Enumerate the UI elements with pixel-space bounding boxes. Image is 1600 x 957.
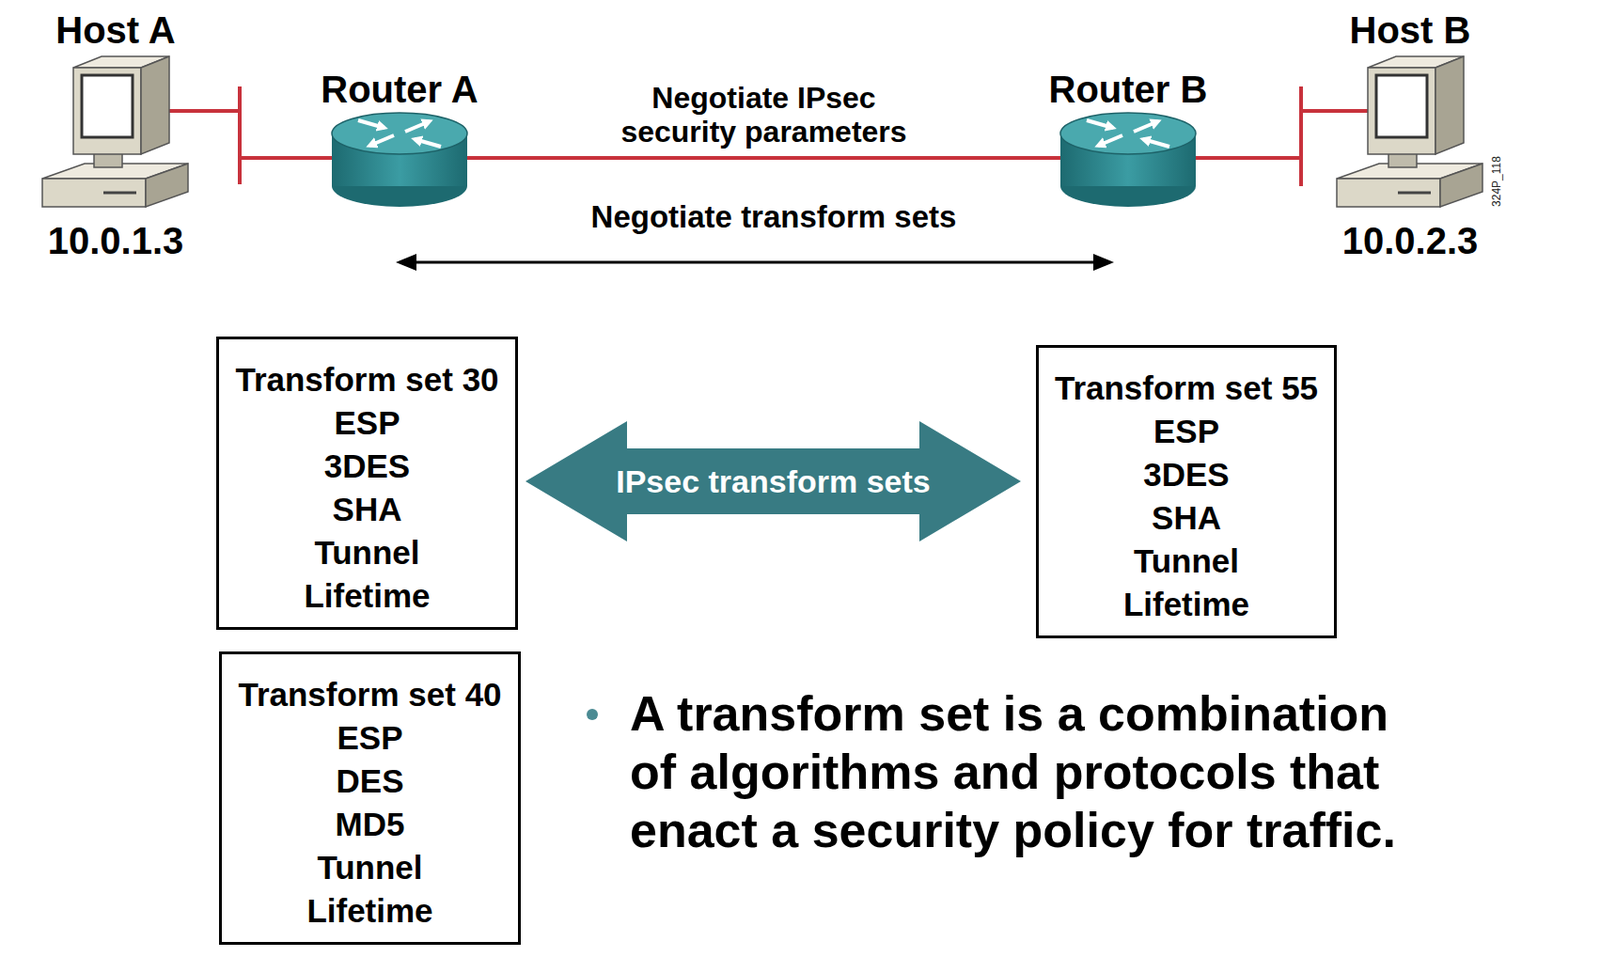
bullet-text: A transform set is a combination of algo… (629, 684, 1439, 860)
router-node: Router A (314, 67, 485, 209)
transform-parameter: Tunnel (1133, 539, 1240, 583)
figure-code: 324P_118 (1490, 156, 1504, 207)
transform-parameter: SHA (332, 487, 403, 532)
transform-parameter: Lifetime (303, 574, 430, 618)
bullet-dot (586, 708, 598, 721)
ethernet-link (1212, 110, 1331, 158)
ip-address: 10.0.1.3 (47, 219, 185, 262)
transform-parameter: 3DES (1143, 453, 1229, 497)
transform-parameter: DES (336, 759, 405, 803)
negotiate-arrow-line (411, 261, 1099, 265)
host-node: Host B 10.0.2.3 (1330, 9, 1491, 262)
arrow-caption: Negotiate transform sets (591, 199, 957, 236)
negotiate-arrowhead (1093, 253, 1114, 271)
transform-set-box: Transform set 40ESPDESMD5TunnelLifetime (219, 651, 521, 945)
ethernet-link (195, 110, 315, 158)
ethernet-link (484, 156, 1044, 160)
transform-parameter: Lifetime (306, 889, 433, 933)
transform-parameter: 3DES (324, 444, 410, 488)
transform-set-box: Transform set 55ESP3DESSHATunnelLifetime (1035, 345, 1337, 639)
transform-set-title: Transform set 30 (235, 358, 499, 402)
transform-parameter: Lifetime (1123, 582, 1250, 627)
transform-parameter: ESP (333, 401, 400, 445)
host-label: Host B (1349, 9, 1472, 51)
router-label: Router A (320, 67, 478, 111)
router-a-icon (331, 112, 468, 207)
ip-address: 10.0.2.3 (1342, 219, 1479, 262)
transform-set-title: Transform set 40 (237, 673, 502, 717)
negotiate-arrowhead (395, 253, 417, 271)
transform-parameter: ESP (336, 716, 403, 760)
transform-parameter: Tunnel (316, 846, 423, 890)
router-label: Router B (1049, 67, 1208, 111)
host-label: Host A (55, 9, 175, 51)
transform-set-box: Transform set 30ESP3DESSHATunnelLifetime (216, 336, 518, 630)
transform-set-title: Transform set 55 (1054, 366, 1318, 410)
router-b-icon (1060, 112, 1196, 207)
transform-parameter: Tunnel (313, 531, 420, 575)
transform-parameter: ESP (1153, 409, 1220, 454)
router-node: Router B (1043, 67, 1213, 209)
host-b-computer (1336, 56, 1483, 207)
link-label: Negotiate IPsec security parameters (613, 80, 915, 149)
block-double-arrow (525, 421, 1021, 542)
host-a-computer (42, 56, 189, 207)
transform-parameter: MD5 (335, 802, 406, 847)
host-node: Host A 10.0.1.3 (35, 9, 196, 262)
arrow-label: IPsec transform sets (615, 462, 931, 501)
transform-parameter: SHA (1151, 496, 1222, 540)
